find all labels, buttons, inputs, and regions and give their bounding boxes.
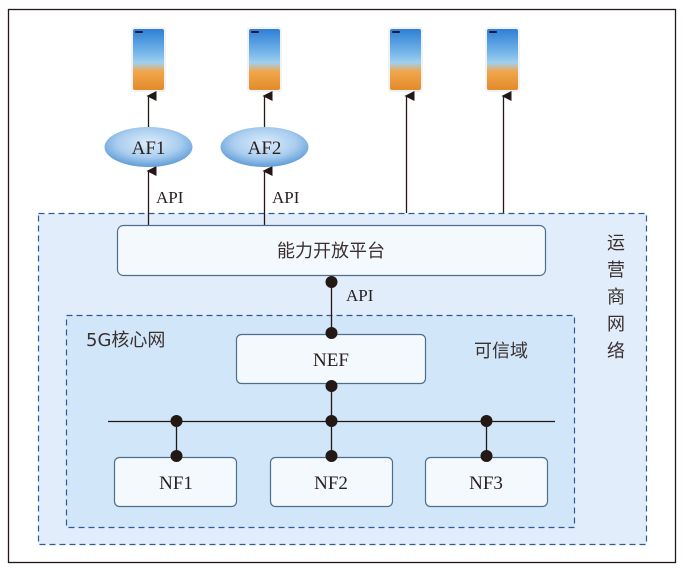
connector-dot <box>325 415 338 427</box>
connector-dot <box>170 415 183 427</box>
af2-label: AF2 <box>248 138 282 159</box>
exposure-platform-box: 能力开放平台 <box>116 224 547 277</box>
connector-dot <box>325 276 338 288</box>
core-network-label: 5G核心网 <box>86 330 165 351</box>
platform-api-label: API <box>346 286 374 305</box>
nef-label: NEF <box>313 350 349 371</box>
phone-2 <box>247 27 282 92</box>
operator-label-char: 营 <box>607 260 625 281</box>
smartphone-icon <box>249 29 280 90</box>
connector-dot <box>325 380 338 392</box>
operator-label-char: 网 <box>607 314 625 335</box>
operator-label-char: 商 <box>607 287 625 308</box>
operator-label-char: 运 <box>607 233 625 254</box>
phone-4 <box>485 27 520 92</box>
nf1-box: NF1 <box>113 456 238 508</box>
connector-dot <box>480 450 493 462</box>
af2-node: AF2 <box>220 127 309 167</box>
phone-1 <box>131 27 166 92</box>
operator-label-char: 络 <box>607 341 625 362</box>
nef-box: NEF <box>235 333 427 385</box>
connector-dot <box>480 415 493 427</box>
exposure-platform-label: 能力开放平台 <box>277 241 385 262</box>
nf2-label: NF2 <box>314 473 348 494</box>
smartphone-icon <box>487 29 518 90</box>
nf1-label: NF1 <box>159 473 193 494</box>
operator-network-label: 运 营 商 网 络 <box>607 233 625 362</box>
trust-domain-label: 可信域 <box>474 341 528 362</box>
connector-dot <box>325 450 338 462</box>
nf2-box: NF2 <box>269 456 394 508</box>
smartphone-icon <box>133 29 164 90</box>
af2-api-label: API <box>272 188 300 207</box>
af1-node: AF1 <box>104 127 193 167</box>
nf3-box: NF3 <box>424 456 549 508</box>
af1-label: AF1 <box>132 138 166 159</box>
phone-3 <box>388 27 423 92</box>
smartphone-icon <box>390 29 421 90</box>
nf3-label: NF3 <box>469 473 503 494</box>
connector-dot <box>325 327 338 339</box>
af1-api-label: API <box>156 188 184 207</box>
connector-dot <box>170 450 183 462</box>
